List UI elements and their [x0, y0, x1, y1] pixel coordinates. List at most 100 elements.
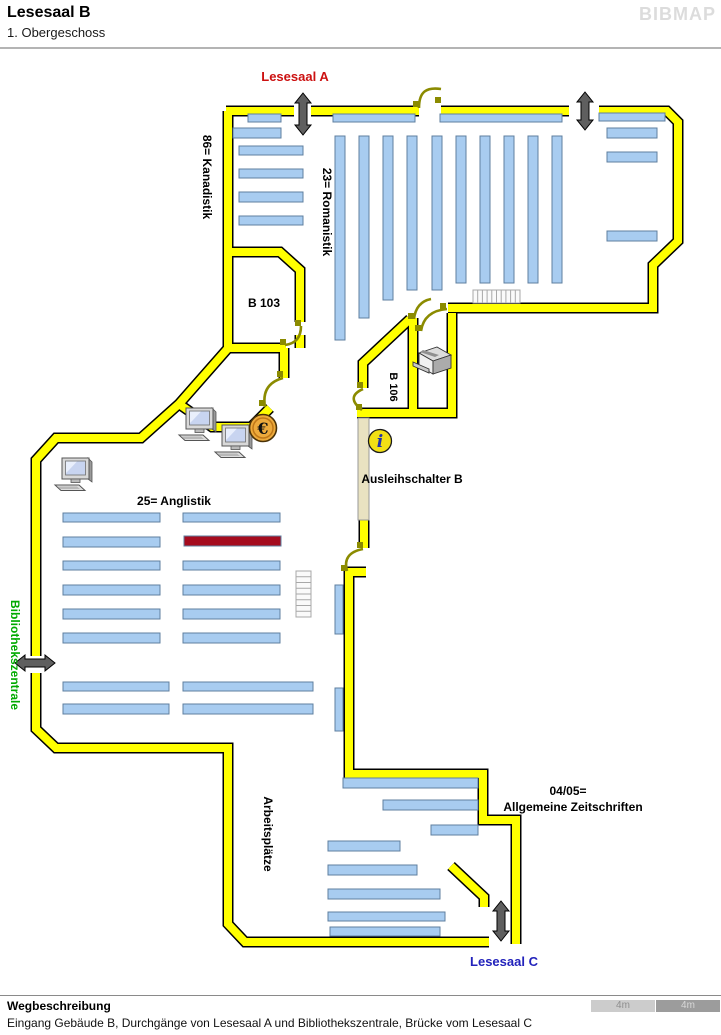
scale-bar-segment-1: 4m	[591, 1000, 655, 1012]
ladder-icon	[295, 570, 312, 618]
wegbeschreibung-heading: Wegbeschreibung	[7, 999, 111, 1013]
passage-arrow-lesesaal-a	[293, 92, 313, 136]
label-ausleihschalter-b: Ausleihschalter B	[361, 472, 463, 486]
shelf-anglistik	[62, 536, 161, 548]
label-kanadistik: 86= Kanadistik	[200, 135, 214, 220]
shelf-anglistik	[62, 512, 161, 523]
door-arc	[259, 371, 284, 408]
computer-icon	[213, 424, 253, 458]
shelf-zeitschriften	[382, 799, 479, 811]
shelf-anglistik	[62, 584, 161, 596]
euro-icon: €	[248, 413, 278, 443]
door-arc	[280, 320, 303, 347]
info-symbol: i	[377, 432, 383, 452]
shelf-wall-attached	[334, 584, 344, 635]
scale-bar-segment-2: 4m	[656, 1000, 720, 1012]
shelf-kanadistik	[238, 145, 304, 156]
shelf-anglistik	[182, 560, 281, 571]
shelf-romanistik-vertical	[479, 135, 491, 284]
label-zeitschriften: Allgemeine Zeitschriften	[503, 800, 642, 814]
wall	[228, 248, 304, 322]
shelf-anglistik	[182, 512, 281, 523]
shelf-romanistik-vertical	[455, 135, 467, 284]
label-room-b103: B 103	[248, 296, 280, 310]
shelf-anglistik	[62, 681, 170, 692]
shelf-kanadistik	[232, 127, 282, 139]
shelf-romanistik-vertical	[431, 135, 443, 291]
shelf-kanadistik	[238, 215, 304, 226]
wall	[359, 316, 413, 388]
shelf-anglistik	[62, 560, 161, 571]
info-icon: i	[367, 428, 393, 454]
door-arc	[341, 542, 364, 572]
door-arc	[352, 382, 364, 412]
map-header: Lesesaal B 1. Obergeschoss BIBMAP	[0, 0, 721, 49]
shelf-anglistik	[182, 632, 281, 644]
shelf-wall-attached	[334, 687, 344, 732]
label-bibliothekszentrale: Bibliothekszentrale	[8, 600, 22, 710]
wall	[357, 313, 456, 417]
shelf-anglistik	[62, 608, 161, 620]
shelf-romanistik-right	[606, 151, 658, 163]
wall	[32, 343, 234, 656]
label-arbeitsplaetze: Arbeitsplätze	[261, 796, 275, 872]
shelf-anglistik	[182, 584, 281, 596]
door-arc	[415, 303, 448, 332]
shelf-arbeitsplaetze	[327, 840, 401, 852]
wall	[32, 673, 489, 946]
shelf-romanistik-vertical	[503, 135, 515, 284]
shelf-romanistik-top	[598, 112, 666, 122]
passage-arrow-lesesaal-c	[491, 900, 511, 942]
label-anglistik: 25= Anglistik	[137, 494, 211, 508]
shelf-romanistik-vertical	[527, 135, 539, 284]
label-room-b106: B 106	[387, 372, 399, 401]
shelf-romanistik-vertical	[551, 135, 563, 284]
shelf-kanadistik	[247, 113, 282, 123]
computer-icon	[177, 407, 217, 441]
shelf-anglistik	[62, 703, 170, 715]
label-romanistik: 23= Romanistik	[320, 168, 334, 257]
shelf-anglistik	[182, 608, 281, 620]
copier-icon	[412, 346, 453, 375]
map-footer: Wegbeschreibung Eingang Gebäude B, Durch…	[0, 995, 721, 1035]
shelf-kanadistik	[238, 168, 304, 179]
bibmap-logo: BIBMAP	[639, 4, 716, 24]
shelf-arbeitsplaetze	[327, 864, 418, 876]
shelf-zeitschriften	[430, 824, 479, 836]
shelf-anglistik	[182, 681, 314, 692]
shelf-anglistik	[62, 632, 161, 644]
passage-arrow-top-right	[575, 91, 595, 131]
label-zeitschriften-number: 04/05=	[549, 784, 586, 798]
wall	[345, 568, 520, 944]
page-title: Lesesaal B	[7, 4, 91, 21]
shelf-romanistik-vertical	[406, 135, 418, 291]
shelf-arbeitsplaetze	[327, 911, 446, 922]
shelf-arbeitsplaetze	[329, 926, 441, 937]
label-lesesaal-a: Lesesaal A	[261, 69, 329, 84]
door-arc	[408, 297, 432, 320]
shelf-kanadistik	[238, 191, 304, 203]
shelf-anglistik	[182, 703, 314, 715]
shelf-romanistik-vertical	[334, 135, 346, 341]
wall	[448, 107, 682, 312]
floor-subtitle: 1. Obergeschoss	[7, 25, 106, 40]
shelf-romanistik-top	[332, 113, 416, 123]
wall	[448, 863, 488, 907]
stairs-icon	[472, 289, 521, 304]
shelf-romanistik-top	[439, 113, 563, 123]
shelf-romanistik-right	[606, 127, 658, 139]
shelf-arbeitsplaetze	[327, 888, 441, 900]
lending-desk	[357, 417, 370, 521]
shelf-romanistik-vertical	[382, 135, 394, 301]
door-arc	[413, 87, 442, 109]
shelf-romanistik-right	[606, 230, 658, 242]
label-lesesaal-c: Lesesaal C	[470, 954, 539, 969]
wegbeschreibung-text: Eingang Gebäude B, Durchgänge von Lesesa…	[7, 1016, 532, 1030]
shelf-anglistik-highlighted	[183, 535, 282, 547]
wall-outline	[343, 566, 522, 944]
passage-arrow-bibliothekszentrale	[14, 653, 56, 673]
computer-icon	[53, 457, 93, 491]
shelf-zeitschriften	[342, 777, 479, 789]
